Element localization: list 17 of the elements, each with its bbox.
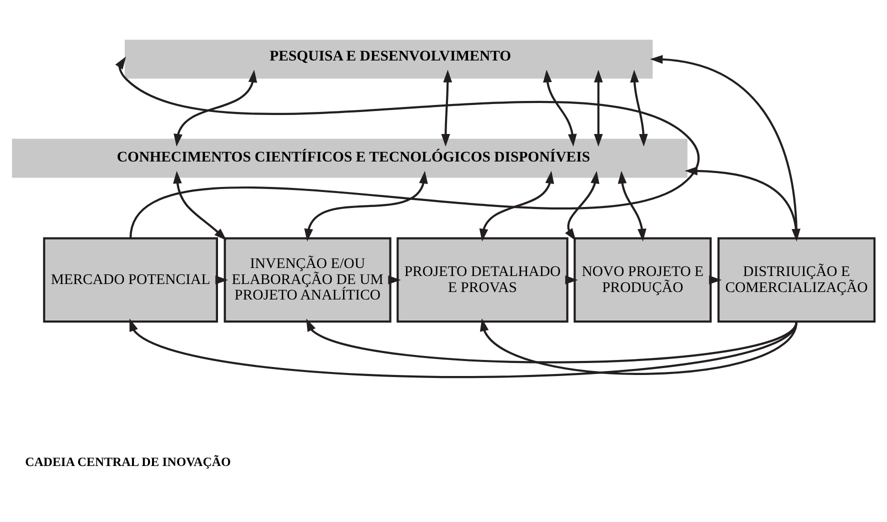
label: CADEIA CENTRAL DE INOVAÇÃO <box>25 454 231 469</box>
arrow <box>306 318 798 363</box>
arrow <box>630 69 648 146</box>
arrow <box>441 69 452 146</box>
node-box: PESQUISA E DESENVOLVIMENTO <box>124 39 653 78</box>
arrow <box>174 69 258 146</box>
arrow <box>618 170 646 241</box>
node-box: DISTRIUIÇÃO E COMERCIALIZAÇÃO <box>717 236 876 322</box>
arrow <box>543 69 577 146</box>
arrow <box>479 170 554 241</box>
node-box: CONHECIMENTOS CIENTÍFICOS E TECNOLÓGICOS DISPONÍVEIS <box>12 138 688 178</box>
arrow <box>565 170 600 240</box>
arrow <box>173 170 227 240</box>
arrow <box>304 170 428 241</box>
arrow <box>129 318 798 378</box>
arrow <box>594 69 603 146</box>
arrow <box>480 318 798 374</box>
